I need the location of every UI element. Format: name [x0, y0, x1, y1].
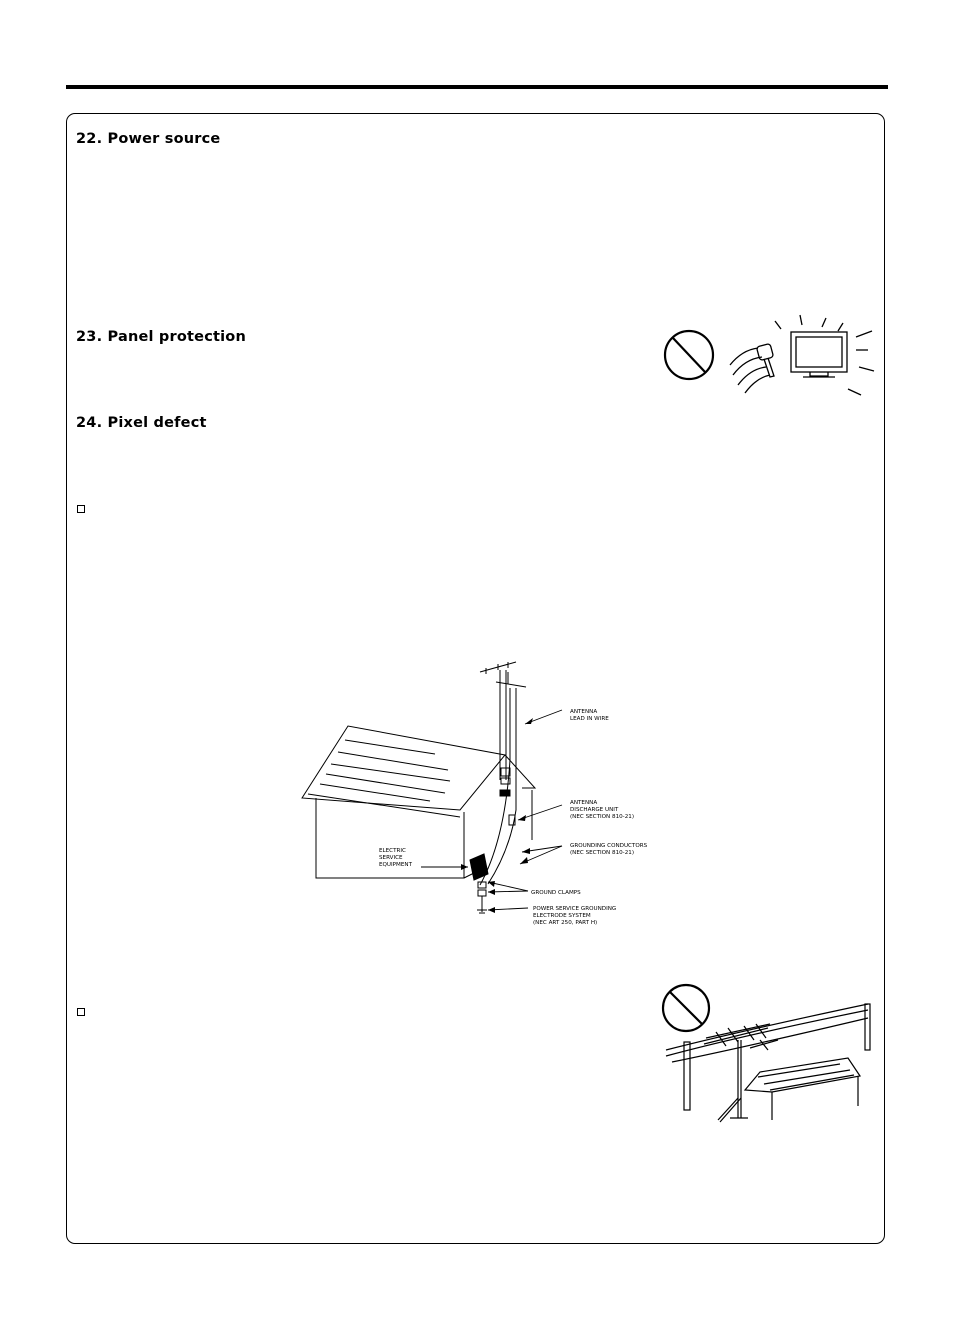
label-electrode-3: (NEC ART 250, PART H) — [533, 920, 597, 926]
label-antenna-lead-1: ANTENNA — [570, 709, 597, 715]
label-antenna-lead-2: LEAD IN WIRE — [570, 716, 609, 722]
label-ground-clamps: GROUND CLAMPS — [531, 890, 581, 896]
label-electric-3: EQUIPMENT — [379, 862, 413, 868]
label-electrode-1: POWER SERVICE GROUNDING — [533, 906, 616, 912]
prohibition-icon-2 — [661, 983, 711, 1033]
label-discharge-2: DISCHARGE UNIT — [570, 807, 619, 813]
label-electrode-2: ELECTRODE SYSTEM — [533, 913, 591, 919]
label-electric-1: ELECTRIC — [379, 848, 406, 854]
heading-panel-protection: 23. Panel protection — [76, 329, 246, 345]
label-discharge-1: ANTENNA — [570, 800, 597, 806]
bullet-power-lines — [77, 1008, 85, 1016]
bullet-grounding — [77, 505, 85, 513]
label-discharge-3: (NEC SECTION 810-21) — [570, 814, 634, 820]
label-conductors-1: GROUNDING CONDUCTORS — [570, 843, 648, 849]
antenna-near-power-lines-icon — [661, 983, 871, 1123]
hammer-hitting-tv-icon — [663, 314, 875, 396]
label-electric-2: SERVICE — [379, 855, 403, 861]
prohibition-icon — [663, 329, 715, 381]
label-conductors-2: (NEC SECTION 810-21) — [570, 850, 634, 856]
heading-power-source: 22. Power source — [76, 131, 221, 147]
antenna-grounding-diagram: ANTENNA LEAD IN WIRE ANTENNA DISCHARGE U… — [301, 661, 648, 926]
top-rule — [66, 85, 888, 89]
content-frame — [66, 113, 885, 1244]
heading-pixel-defect: 24. Pixel defect — [76, 415, 207, 431]
